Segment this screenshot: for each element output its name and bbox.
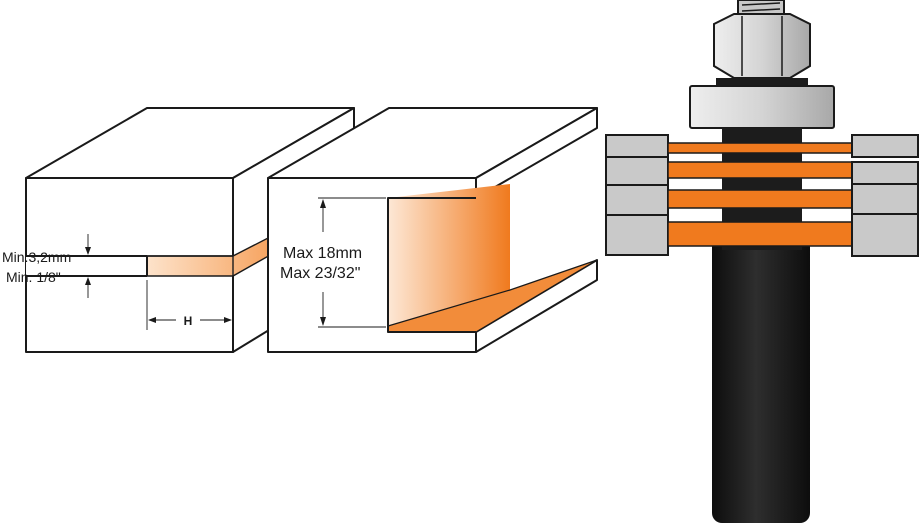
board-max-metric-label: Max 18mm xyxy=(283,245,362,262)
washer xyxy=(716,78,808,86)
slot-min-metric-label: Min.3,2mm xyxy=(2,249,71,265)
slot-min-imperial-label: Min. 1/8" xyxy=(6,269,61,285)
slot-depth-marker: H xyxy=(184,314,193,328)
board-max-imperial-label: Max 23/32" xyxy=(280,265,360,282)
slot-cutter-stack xyxy=(605,128,919,257)
cutter-wing xyxy=(605,213,919,257)
rebated-board xyxy=(267,107,598,353)
slot-thickness-dimension xyxy=(80,234,145,298)
router-bit xyxy=(605,0,919,523)
slot-depth-dimension xyxy=(146,280,234,330)
cut-back-wall xyxy=(388,184,510,326)
bearing xyxy=(689,85,835,129)
cutter-wing xyxy=(605,183,919,216)
board-thickness-dimension xyxy=(318,197,386,328)
shank xyxy=(712,236,810,523)
hex-nut xyxy=(713,13,811,79)
